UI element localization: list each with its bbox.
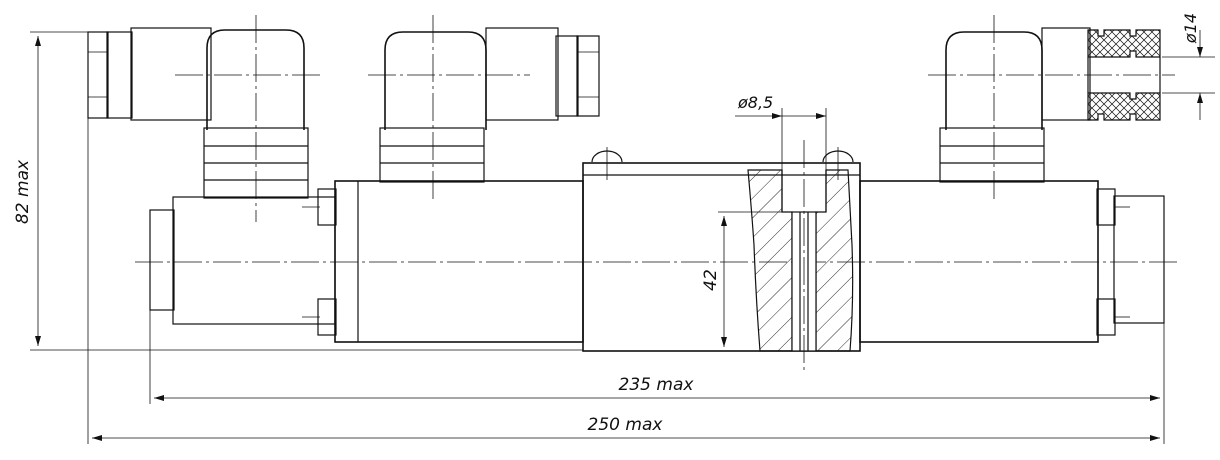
right-coil-body: [859, 180, 1099, 343]
right-solenoid: [1096, 188, 1165, 336]
body-length-label: 235 max: [619, 375, 695, 395]
left-solenoid: [149, 188, 337, 336]
dimension-connector: ø14: [1162, 13, 1215, 120]
middle-connector: [368, 15, 600, 200]
height-label: 82 max: [13, 159, 33, 224]
dimension-body-height: 42: [701, 211, 792, 352]
port-section: [747, 140, 854, 370]
connector-diameter-label: ø14: [1181, 13, 1200, 44]
dimension-port: ø8,5: [735, 93, 827, 170]
overall-length-label: 250 max: [588, 415, 664, 435]
dimension-body-length: 235 max: [149, 310, 1165, 404]
right-connector: [928, 15, 1175, 200]
left-coil-body: [334, 180, 584, 343]
port-diameter-label: ø8,5: [737, 93, 773, 112]
left-connector: [87, 15, 320, 222]
body-height-label: 42: [701, 269, 721, 291]
dimension-overall-length: 250 max: [87, 118, 1165, 444]
dimension-height: 82 max: [13, 31, 583, 351]
